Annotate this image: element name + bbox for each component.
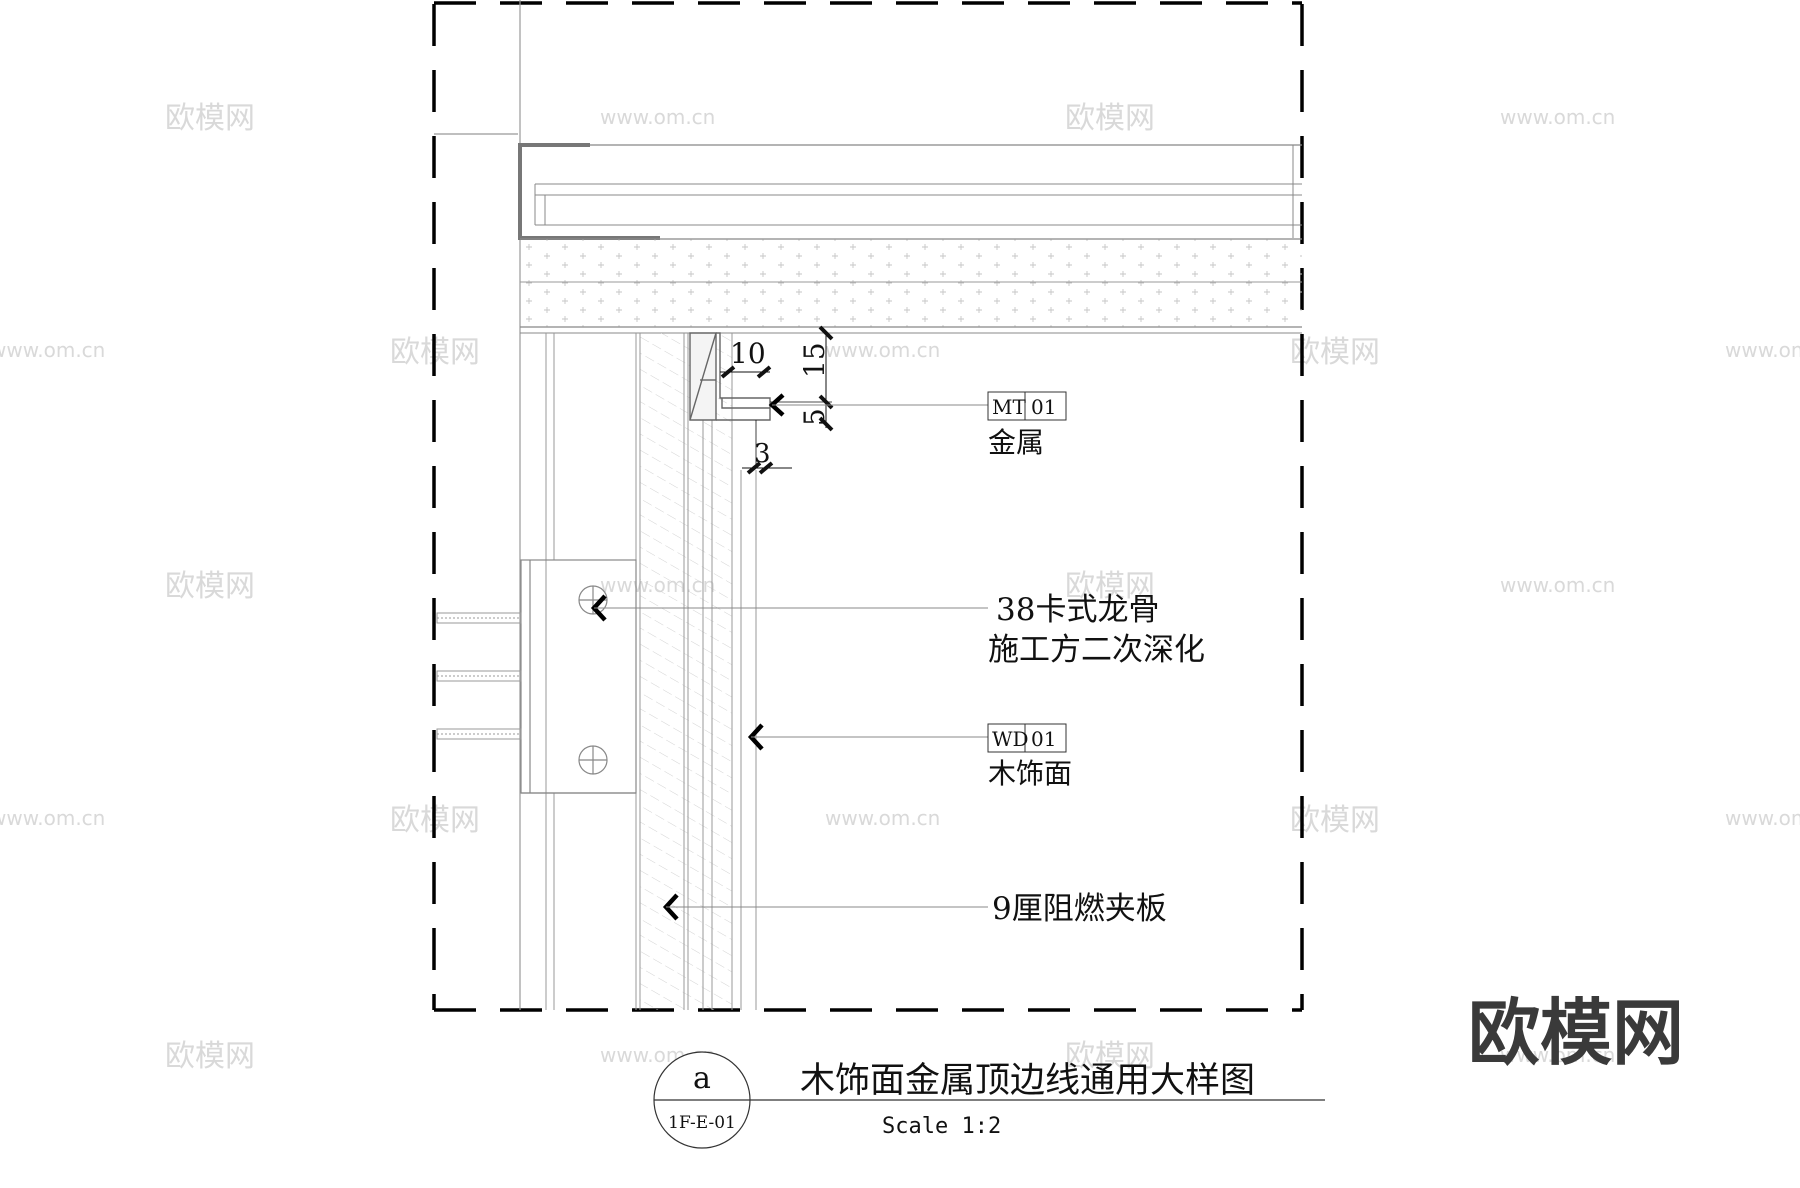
- watermark-logo: 欧模网: [1065, 101, 1155, 136]
- sheet-reference: 1F-E-01: [668, 1113, 736, 1133]
- dimension-lines: [720, 325, 834, 475]
- dimension-10: 10: [730, 337, 766, 370]
- ceiling-board-layers: [520, 238, 1302, 334]
- existing-wall: [434, 0, 521, 1010]
- material-number: 01: [1031, 395, 1056, 419]
- watermark-site: www.om.cn: [1500, 1043, 1615, 1067]
- watermark-site: www.om.cn: [0, 338, 105, 362]
- plywood-label: 9厘阻燃夹板: [992, 891, 1167, 927]
- detail-symbol-letter: a: [693, 1061, 711, 1096]
- watermark-logo: 欧模网: [1065, 1039, 1155, 1074]
- material-name: 木饰面: [988, 757, 1072, 790]
- callout-keel: 38卡式龙骨 施工方二次深化: [988, 592, 1205, 668]
- watermark-logo: 欧模网: [1290, 335, 1380, 370]
- watermark-site: www.om.cn: [825, 806, 940, 830]
- watermark-site: www.om.cn: [1725, 338, 1800, 362]
- watermark-site: www.om.cn: [1500, 105, 1615, 129]
- watermark-logo: 欧模网: [165, 1039, 255, 1074]
- material-code: WD: [992, 727, 1029, 751]
- dimension-15: 15: [798, 342, 831, 378]
- material-code: MT: [992, 395, 1026, 419]
- watermark-site: www.om.cn: [1500, 573, 1615, 597]
- watermark-site: www.om.cn: [1725, 806, 1800, 830]
- watermark-site: www.om.cn: [0, 806, 105, 830]
- expansion-anchors: [436, 612, 522, 740]
- watermark-logo: 欧模网: [165, 569, 255, 604]
- leader-lines: [590, 393, 988, 921]
- watermark-logo: 欧模网: [165, 101, 255, 136]
- wall-keel: [545, 333, 637, 1010]
- dimension-5: 5: [798, 408, 831, 426]
- brand-logo: 欧模网: [1468, 991, 1684, 1075]
- callout-metal: MT 01 金属: [987, 391, 1067, 459]
- dimension-texts: 10 15 5 3: [730, 337, 831, 469]
- keel-note: 施工方二次深化: [988, 632, 1205, 668]
- material-name: 金属: [988, 426, 1044, 459]
- dimension-3: 3: [754, 439, 771, 469]
- wall-panel-layers: [639, 333, 757, 1010]
- keel-label: 38卡式龙骨: [996, 592, 1159, 628]
- callout-wood: WD 01 木饰面: [987, 723, 1072, 790]
- callout-plywood: 9厘阻燃夹板: [992, 891, 1167, 927]
- watermark-logo: 欧模网: [1290, 803, 1380, 838]
- drawing-title: 木饰面金属顶边线通用大样图: [800, 1061, 1255, 1101]
- watermark-logo: 欧模网: [1065, 569, 1155, 604]
- metal-edge-trim: [689, 332, 771, 421]
- watermark-site: www.om.cn: [825, 338, 940, 362]
- drawing-scale: Scale 1:2: [882, 1114, 1001, 1139]
- material-number: 01: [1031, 727, 1056, 751]
- detail-boundary: [432, 1, 1304, 1012]
- ceiling-steel-channel: [518, 143, 1302, 240]
- watermark-site: www.om.cn: [600, 105, 715, 129]
- title-block: a 1F-E-01 木饰面金属顶边线通用大样图 Scale 1:2: [653, 1051, 1325, 1149]
- watermark-layer: 欧模网 www.om.cn 欧模网 www.om.cn www.om.cn 欧模…: [0, 101, 1800, 1074]
